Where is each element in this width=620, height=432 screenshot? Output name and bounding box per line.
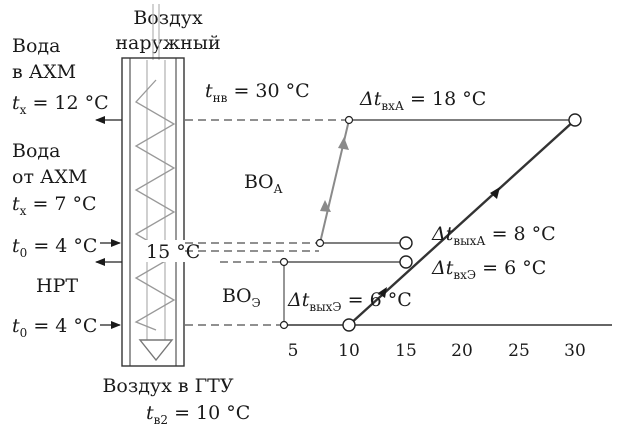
water-in-label-1: Вода [12, 35, 60, 57]
air-column: Воздух наружный Воздух в ГТУ tв2 = 10 °С [102, 4, 250, 427]
point-vo-a-top [344, 115, 354, 125]
point-vo-a-bottom [315, 238, 325, 248]
water-from-label-2: от АХМ [12, 166, 87, 188]
water-in-label-2: в АХМ [12, 61, 76, 83]
vo-a-label: ВОА [244, 171, 283, 196]
vo-a-line [319, 119, 350, 244]
air-outlet-arrow-icon [138, 339, 174, 362]
tick-30: 30 [564, 341, 586, 361]
vo-a-arrow-2-icon [338, 137, 349, 150]
tick-15: 15 [395, 341, 417, 361]
tick-10: 10 [338, 341, 360, 361]
air-cooling-line [348, 119, 576, 326]
point-10 [342, 318, 356, 332]
air-flow-channel [146, 60, 166, 346]
point-15-upper [399, 236, 413, 250]
vo-a-arrow-1-icon [320, 200, 331, 212]
tx-in-label: tх = 12 °С [12, 92, 109, 117]
tick-20: 20 [451, 341, 473, 361]
mid-temp-label: 15 °С [146, 241, 200, 263]
point-30 [568, 113, 582, 127]
point-vo-e-bottom [279, 320, 289, 330]
water-from-label-1: Вода [12, 140, 60, 162]
t0-lower-label: t0 = 4 °С [12, 315, 97, 340]
tx-out-label: tх = 7 °С [12, 193, 97, 218]
t-nv-label: tнв = 30 °С [205, 80, 310, 105]
dt-vxE-label: ΔtвхЭ = 6 °С [431, 257, 546, 282]
air-bottom-temp: tв2 = 10 °С [146, 402, 250, 427]
chart: 5 10 15 20 25 30 [279, 113, 612, 361]
dt-vyxE-label: ΔtвыхЭ = 6 °С [287, 289, 412, 314]
left-labels: Вода в АХМ tх = 12 °С Вода от АХМ tх = 7… [12, 35, 218, 340]
coil-zigzag-icon [134, 79, 176, 331]
air-cooling-arrow-1-icon [490, 187, 500, 199]
dt-vxA-label: ΔtвхА = 18 °С [359, 88, 486, 113]
annotations: tнв = 30 °С ΔtвхА = 18 °С ВОА ΔtвыхА = 8… [205, 80, 556, 314]
vo-e-label: ВОЭ [222, 285, 261, 310]
axis-tick-labels: 5 10 15 20 25 30 [288, 341, 586, 361]
air-cooling-arrow-2-icon [378, 287, 387, 298]
dt-vyxA-label: ΔtвыхА = 8 °С [431, 223, 556, 248]
t0-upper-label: t0 = 4 °С [12, 235, 97, 260]
point-15-lower [399, 255, 413, 269]
air-duct [121, 57, 185, 367]
air-top-label-1: Воздух [133, 7, 203, 29]
air-bottom-label: Воздух в ГТУ [102, 375, 233, 397]
point-vo-e-top [279, 257, 289, 267]
tick-25: 25 [508, 341, 530, 361]
mid-temp-bg [144, 240, 218, 262]
connections [95, 116, 349, 329]
hrt-label: НРТ [36, 275, 78, 297]
tick-5: 5 [288, 341, 299, 361]
air-top-label-2: наружный [115, 32, 220, 54]
